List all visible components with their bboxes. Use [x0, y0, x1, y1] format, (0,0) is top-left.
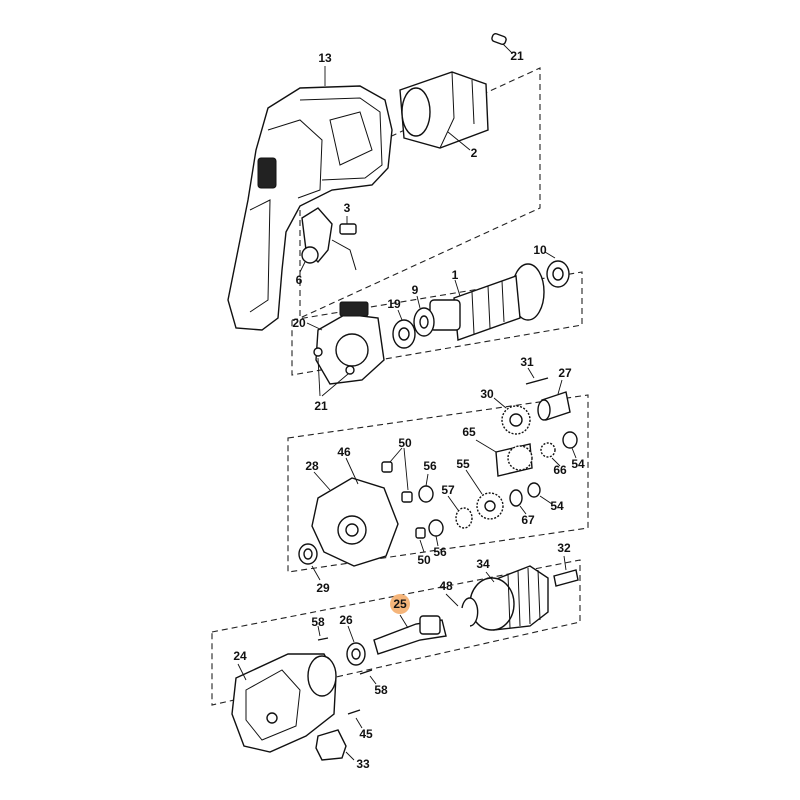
callout-28: 28 [305, 459, 319, 473]
brush-holder-part-20 [306, 301, 385, 385]
callout-13: 13 [318, 51, 332, 65]
callout-1: 1 [452, 268, 459, 282]
callout-2: 2 [471, 146, 478, 160]
callout-55: 55 [456, 457, 470, 471]
callout-65: 65 [462, 425, 476, 439]
callout-6: 6 [296, 273, 303, 287]
screw-part-32 [553, 555, 579, 587]
callout-54-lower: 54 [550, 499, 564, 513]
spindle-part-25 [373, 614, 447, 655]
callout-3: 3 [344, 201, 351, 215]
callout-58-upper: 58 [311, 615, 325, 629]
callout-50-upper: 50 [398, 436, 412, 450]
group-frame-gears [287, 394, 589, 573]
callout-57: 57 [441, 483, 455, 497]
screw-part-58-lower [359, 669, 377, 685]
washer-part-29 [298, 543, 321, 581]
callout-56-lower: 56 [433, 545, 447, 559]
callout-31: 31 [520, 355, 534, 369]
callout-26: 26 [339, 613, 353, 627]
callout-25: 25 [393, 597, 407, 611]
callout-32: 32 [557, 541, 571, 555]
washer-part-67 [509, 489, 527, 515]
bearing-part-57 [447, 495, 473, 529]
callout-67: 67 [521, 513, 535, 527]
armature-part-1 [429, 263, 545, 341]
bearing-part-10 [544, 251, 570, 288]
screw-part-58-upper [317, 625, 329, 641]
callout-29: 29 [316, 581, 330, 595]
callout-25-highlight [390, 594, 410, 614]
callout-66: 66 [553, 463, 567, 477]
switch-part-6 [299, 246, 319, 273]
gear-plate-part-28 [311, 457, 399, 567]
callout-27: 27 [558, 366, 572, 380]
callout-10: 10 [533, 243, 547, 257]
callout-21-top: 21 [510, 49, 524, 63]
washer-part-56-lower [428, 519, 444, 547]
callout-58-lower: 58 [374, 683, 388, 697]
washer-part-56-upper [418, 473, 434, 503]
gear-shaft-part-65 [475, 439, 533, 477]
bearing-part-9 [413, 295, 435, 337]
retaining-ring-part-48 [445, 593, 479, 627]
callout-19: 19 [387, 297, 401, 311]
pin-part-31 [525, 367, 549, 385]
switch-part-33 [315, 729, 355, 761]
callout-50-lower: 50 [417, 553, 431, 567]
callout-48: 48 [439, 579, 453, 593]
washer-part-19 [392, 309, 416, 349]
callout-30: 30 [480, 387, 494, 401]
callout-9: 9 [412, 283, 419, 297]
gear-part-66 [540, 442, 561, 467]
field-housing-part-2 [399, 71, 489, 151]
bearing-part-27 [537, 379, 571, 421]
callout-20: 20 [292, 316, 306, 330]
callout-24: 24 [233, 649, 247, 663]
callout-33: 33 [356, 757, 370, 771]
callout-45: 45 [359, 727, 373, 741]
screw-part-45 [347, 709, 363, 729]
pin-part-21-top [491, 32, 513, 54]
bearing-part-26 [346, 625, 366, 666]
gear-part-55 [465, 469, 504, 520]
chuck-part-34 [469, 565, 549, 631]
gear-case-part-24 [231, 653, 337, 753]
pins-part-21-bottom [313, 347, 355, 397]
pin-part-50-lower [415, 527, 426, 553]
pins-part-50-upper [381, 447, 413, 503]
bearing-part-54-lower [527, 482, 553, 505]
callout-56-upper: 56 [423, 459, 437, 473]
callout-54-upper: 54 [571, 457, 585, 471]
callout-46: 46 [337, 445, 351, 459]
gear-part-30 [493, 397, 531, 435]
bearing-part-54-upper [562, 431, 578, 459]
callout-21-bottom: 21 [314, 399, 328, 413]
callout-34: 34 [476, 557, 490, 571]
housing-part-13 [227, 66, 393, 331]
